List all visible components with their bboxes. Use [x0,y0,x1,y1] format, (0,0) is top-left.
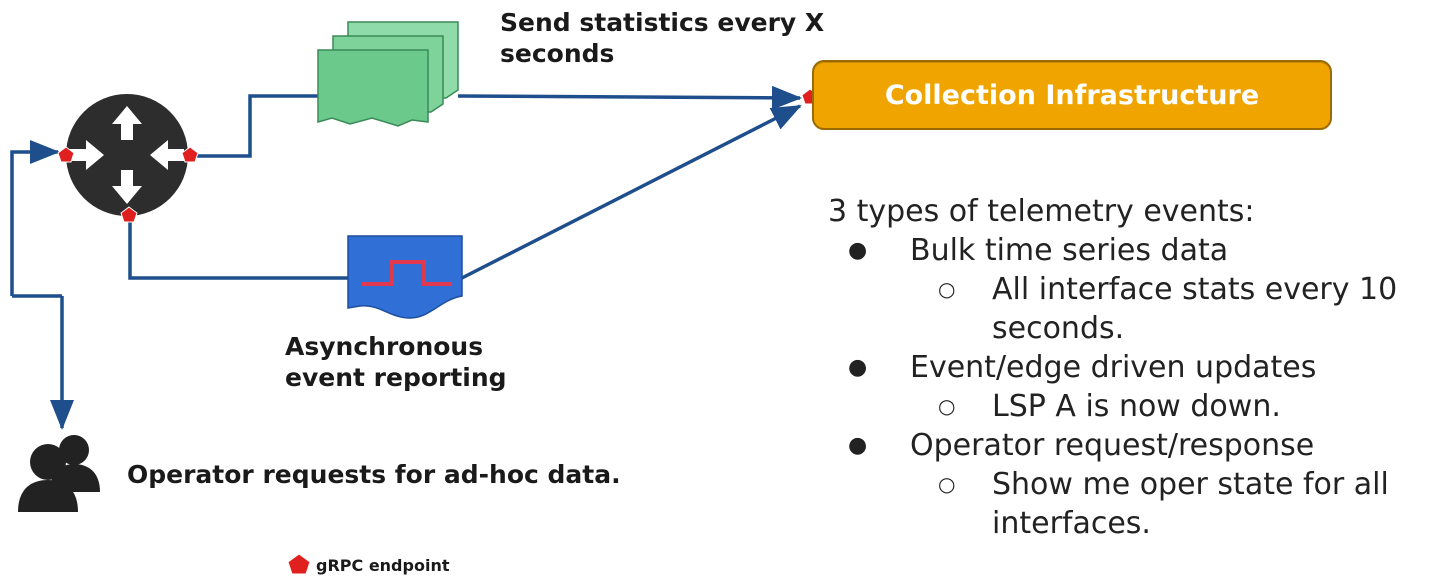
pentagon-endpoint-icon [120,206,138,223]
users-icon [18,435,100,512]
document-stack-icon [317,21,459,127]
pentagon-endpoint-icon [57,146,75,163]
connection-lines [10,85,802,430]
event-stream-arrow [457,104,802,282]
pentagon-endpoint-icon [287,553,311,575]
telemetry-type-example: LSP A is now down. [828,387,1440,426]
telemetry-types-list: Bulk time series data All interface stat… [828,231,1440,543]
event-document-icon [347,235,463,319]
telemetry-type-item: Event/edge driven updates [828,348,1440,387]
stats-stream-label: Send statistics every X seconds [500,8,825,68]
async-event-label: Asynchronous event reporting [285,332,507,392]
operator-requests-label: Operator requests for ad-hoc data. [127,460,621,489]
collection-infrastructure-box: Collection Infrastructure [812,60,1332,130]
legend-label: gRPC endpoint [316,556,450,575]
stats-stream-arrow [457,85,802,110]
telemetry-type-example: Show me oper state for all interfaces. [828,465,1440,543]
telemetry-type-example: All interface stats every 10 seconds. [828,270,1440,348]
telemetry-types-panel: 3 types of telemetry events: Bulk time s… [828,192,1440,543]
telemetry-type-item: Operator request/response [828,426,1440,465]
telemetry-type-item: Bulk time series data [828,231,1440,270]
operator-to-router-line [10,140,60,296]
collection-infrastructure-label: Collection Infrastructure [884,79,1260,111]
telemetry-heading: 3 types of telemetry events: [828,194,1255,229]
stats-stream-line [190,94,320,158]
event-stream-line [128,215,352,280]
router-icon [66,94,188,216]
pentagon-endpoint-icon [181,146,199,163]
